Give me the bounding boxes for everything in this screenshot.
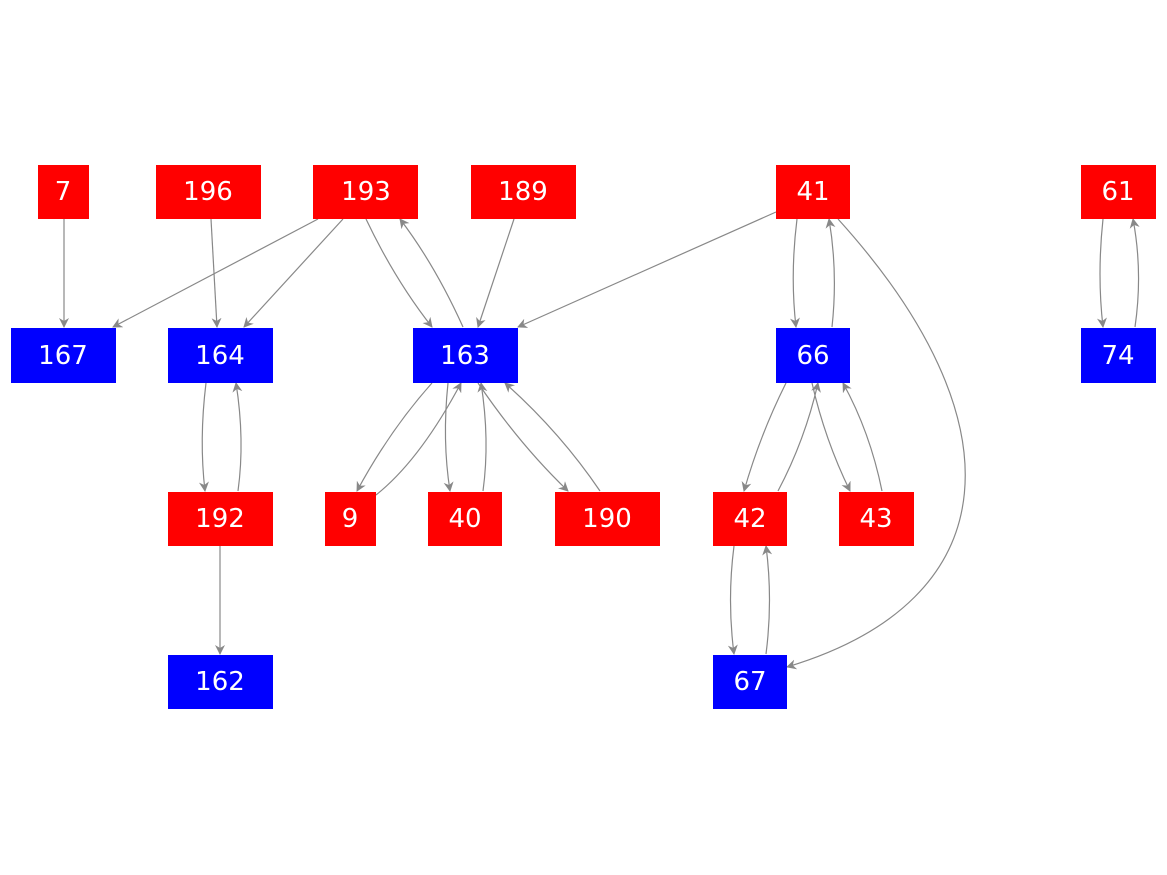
node-label: 190: [582, 504, 632, 534]
edge-42-to-67: [727, 545, 738, 655]
edge-41-to-66: [790, 218, 800, 328]
node-162[interactable]: 162: [168, 655, 273, 709]
node-label: 164: [195, 341, 245, 371]
node-label: 167: [38, 341, 88, 371]
node-43[interactable]: 43: [839, 492, 914, 546]
edge-163-to-193: [399, 218, 464, 328]
edge-163-to-40: [443, 382, 454, 492]
node-67[interactable]: 67: [713, 655, 787, 709]
node-label: 162: [195, 667, 245, 697]
node-label: 193: [341, 177, 391, 207]
edge-41-to-67: [786, 218, 966, 670]
node-label: 9: [342, 504, 359, 534]
node-label: 43: [859, 504, 892, 534]
edge-41-to-163: [517, 211, 777, 328]
edge-163-to-9: [356, 382, 433, 492]
node-66[interactable]: 66: [776, 328, 850, 383]
node-40[interactable]: 40: [428, 492, 502, 546]
edge-66-to-43: [811, 382, 851, 492]
node-label: 196: [183, 177, 233, 207]
node-layer: 7 196 193 189 41 61 167 164: [11, 165, 1156, 709]
edge-66-to-41: [825, 218, 836, 328]
node-label: 41: [796, 177, 829, 207]
edge-40-to-163: [477, 382, 488, 492]
node-164[interactable]: 164: [168, 328, 273, 383]
node-label: 192: [195, 504, 245, 534]
edge-74-to-61: [1129, 218, 1140, 328]
node-label: 40: [448, 504, 481, 534]
edge-189-to-163: [476, 218, 515, 328]
node-label: 66: [796, 341, 829, 371]
node-label: 7: [55, 177, 72, 207]
edge-190-to-163: [504, 382, 601, 492]
edge-67-to-42: [762, 545, 773, 655]
edge-42-to-66: [777, 382, 821, 492]
node-193[interactable]: 193: [313, 165, 418, 219]
edge-layer: [59, 211, 1140, 670]
node-190[interactable]: 190: [555, 492, 660, 546]
edge-193-to-167: [112, 218, 319, 328]
node-label: 67: [733, 667, 766, 697]
edge-163-to-190: [477, 382, 569, 492]
node-label: 61: [1101, 177, 1134, 207]
edge-66-to-42: [741, 382, 787, 492]
node-label: 42: [733, 504, 766, 534]
node-9[interactable]: 9: [325, 492, 376, 546]
node-7[interactable]: 7: [38, 165, 89, 219]
node-189[interactable]: 189: [471, 165, 576, 219]
node-192[interactable]: 192: [168, 492, 273, 546]
node-label: 163: [440, 341, 490, 371]
edge-43-to-66: [842, 382, 883, 492]
edge-196-to-164: [210, 218, 222, 328]
node-61[interactable]: 61: [1081, 165, 1156, 219]
edge-192-to-164: [232, 382, 243, 492]
node-163[interactable]: 163: [413, 328, 518, 383]
edge-9-to-163: [375, 382, 462, 496]
node-167[interactable]: 167: [11, 328, 116, 383]
edge-164-to-192: [198, 382, 209, 492]
node-196[interactable]: 196: [156, 165, 261, 219]
edge-61-to-74: [1097, 218, 1107, 328]
node-74[interactable]: 74: [1081, 328, 1156, 383]
edge-193-to-163: [365, 218, 433, 328]
node-label: 74: [1101, 341, 1134, 371]
node-label: 189: [498, 177, 548, 207]
edge-193-to-164: [243, 218, 344, 328]
node-41[interactable]: 41: [776, 165, 850, 219]
node-42[interactable]: 42: [713, 492, 787, 546]
